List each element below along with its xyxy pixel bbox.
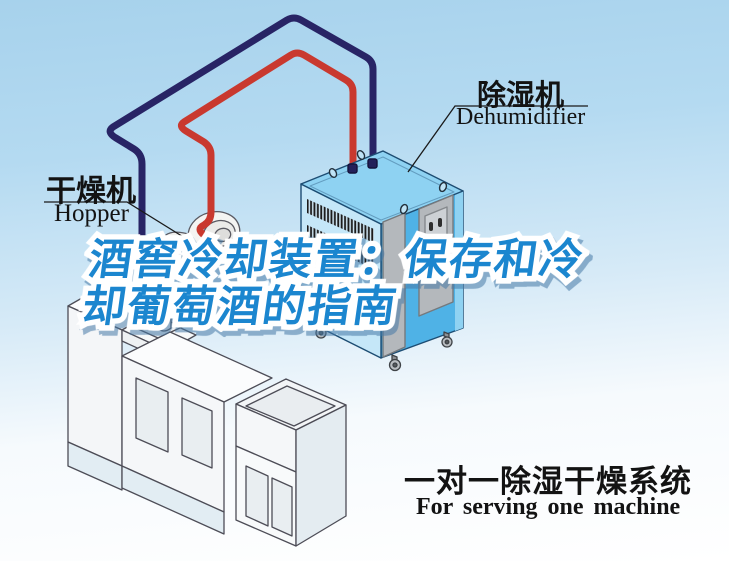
return-air-pipe — [106, 14, 377, 263]
hopper-label-leader-line — [44, 201, 186, 239]
pipe-connectors — [347, 158, 378, 174]
vent-grille-top — [307, 199, 374, 243]
dehumidifier-unit — [300, 149, 464, 372]
dehumidifier-label-leader-line — [407, 105, 588, 173]
title-line2: 却葡萄酒的指南 — [79, 283, 402, 331]
vent-grille-bottom — [307, 225, 374, 269]
dehumidifier-label-en: Dehumidifier — [456, 104, 586, 130]
power-button — [429, 222, 433, 231]
dryer-label-cn: 干燥机 — [46, 175, 136, 208]
mode-button — [438, 218, 442, 227]
dryer-label-en: Hopper — [54, 200, 129, 227]
title-line1: 酒窖冷却装置：保存和冷 — [86, 236, 588, 284]
caster-wheels — [315, 322, 453, 372]
control-panel — [424, 206, 448, 247]
caption-en: For serving one machine — [416, 494, 681, 520]
caption-cn: 一对一除湿干燥系统 — [404, 464, 692, 499]
page-title: 酒窖冷却装置：保存和冷 酒窖冷却装置：保存和冷 却葡萄酒的指南 却葡萄酒的指南 — [74, 231, 593, 337]
dehumidifier-label-cn: 除湿机 — [477, 80, 565, 112]
production-machine-drawing — [67, 282, 347, 547]
indicator-light — [431, 236, 437, 242]
supply-air-pipe — [177, 49, 357, 239]
lifting-eyelets — [328, 149, 448, 215]
